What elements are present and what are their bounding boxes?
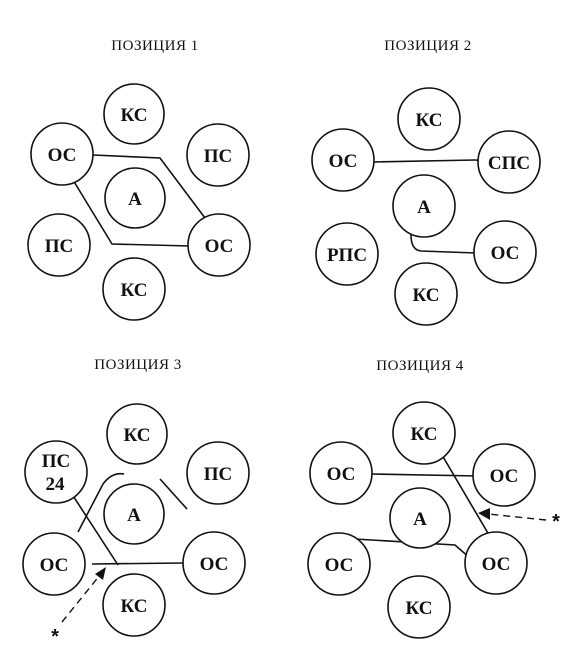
panel-4-connector-top — [371, 473, 479, 477]
node-label-number: 24 — [46, 474, 66, 495]
node-label: КС — [120, 596, 147, 617]
panel-3-node-center: А — [103, 483, 165, 545]
node-label: КС — [405, 598, 432, 619]
node-label: ОС — [205, 236, 234, 257]
panel-2-connector-bottom — [410, 234, 477, 254]
panel-4-node-center: А — [389, 487, 451, 549]
node-label: СПС — [488, 153, 530, 174]
node-label: ОС — [482, 554, 511, 575]
panel-3-connector-arc — [77, 472, 125, 533]
panel-1-connector-top — [92, 154, 206, 219]
panel-4-title: ПОЗИЦИЯ 4 — [376, 358, 463, 374]
node-label: А — [417, 197, 431, 218]
panel-3-node-lower-left: ОС — [22, 532, 86, 596]
panel-4-node-lower-left: ОС — [307, 532, 371, 596]
node-label: ОС — [327, 464, 356, 485]
node-label: РПС — [327, 245, 367, 266]
panel-2-node-upper-right: СПС — [477, 130, 541, 194]
panel-2-node-bottom: КС — [394, 262, 458, 326]
panel-3-node-upper-left: ПС 24 — [24, 440, 88, 504]
panel-3-asterisk: * — [51, 626, 59, 648]
panel-1-node-lower-left: ПС — [27, 213, 91, 277]
panel-3-node-upper-right: ПС — [186, 441, 250, 505]
node-label: А — [413, 509, 427, 530]
panel-1-node-upper-right: ПС — [186, 123, 250, 187]
panel-3-connector-bottom — [91, 562, 185, 565]
node-label: КС — [412, 285, 439, 306]
node-label: ОС — [490, 466, 519, 487]
panel-1: ПОЗИЦИЯ 1 КС ОС ПС А ПС ОС КС — [27, 38, 251, 321]
panel-3-node-top: КС — [106, 403, 168, 465]
node-label: ОС — [329, 151, 358, 172]
node-label: ПС — [42, 451, 71, 472]
node-label: КС — [410, 424, 437, 445]
panel-1-node-bottom: КС — [102, 257, 166, 321]
panel-4-node-upper-right: ОС — [472, 443, 536, 507]
panel-4: ПОЗИЦИЯ 4 * КС ОС ОС А ОС ОС — [307, 358, 560, 639]
panel-1-node-lower-right: ОС — [187, 213, 251, 277]
node-label: А — [127, 505, 141, 526]
panel-1-connector-bottom — [72, 179, 191, 247]
panel-3-title: ПОЗИЦИЯ 3 — [94, 357, 181, 373]
panel-2-node-upper-left: ОС — [311, 128, 375, 192]
panel-3-connector-right — [159, 478, 188, 510]
panel-4-arrowhead — [478, 508, 490, 520]
panel-4-node-upper-left: ОС — [309, 441, 373, 505]
node-label: ОС — [40, 555, 69, 576]
panel-2: ПОЗИЦИЯ 2 КС ОС СПС А РПС ОС КС — [311, 38, 541, 326]
panel-1-node-upper-left: ОС — [30, 122, 94, 186]
panel-3-dashed-arrow — [61, 574, 101, 623]
panel-2-title: ПОЗИЦИЯ 2 — [384, 38, 471, 54]
panel-2-node-lower-left: РПС — [315, 222, 379, 286]
node-label: ПС — [204, 464, 233, 485]
node-label: КС — [120, 105, 147, 126]
panel-1-node-center: А — [104, 167, 166, 229]
panel-4-node-lower-right: ОС — [464, 531, 528, 595]
panel-1-node-top: КС — [103, 83, 165, 145]
panel-3-node-lower-right: ОС — [182, 531, 246, 595]
panel-2-node-top: КС — [397, 87, 461, 151]
panel-4-asterisk: * — [552, 511, 560, 533]
panel-3-connector-diagonal — [67, 487, 119, 566]
node-label: А — [128, 189, 142, 210]
node-label: КС — [120, 280, 147, 301]
panel-3-node-bottom: КС — [102, 573, 166, 637]
node-label: ПС — [204, 146, 233, 167]
node-label: ПС — [45, 236, 74, 257]
panel-3-arrowhead — [95, 567, 106, 580]
panel-2-connector-top — [372, 159, 482, 174]
panel-4-connector-diagonal — [441, 454, 493, 541]
panel-4-dashed-arrow — [487, 513, 547, 521]
node-label: ОС — [48, 145, 77, 166]
node-label: ОС — [200, 554, 229, 575]
node-label: ОС — [325, 555, 354, 576]
panel-4-node-bottom: КС — [387, 575, 451, 639]
node-label: КС — [415, 110, 442, 131]
node-label: ОС — [491, 243, 520, 264]
panel-2-node-center: А — [392, 174, 456, 238]
panel-1-title: ПОЗИЦИЯ 1 — [111, 38, 198, 54]
node-label: КС — [123, 425, 150, 446]
panel-4-node-top: КС — [392, 401, 456, 465]
panel-3: ПОЗИЦИЯ 3 * КС ПС 24 ПС А ОС — [22, 357, 250, 648]
panel-2-node-lower-right: ОС — [473, 220, 537, 284]
